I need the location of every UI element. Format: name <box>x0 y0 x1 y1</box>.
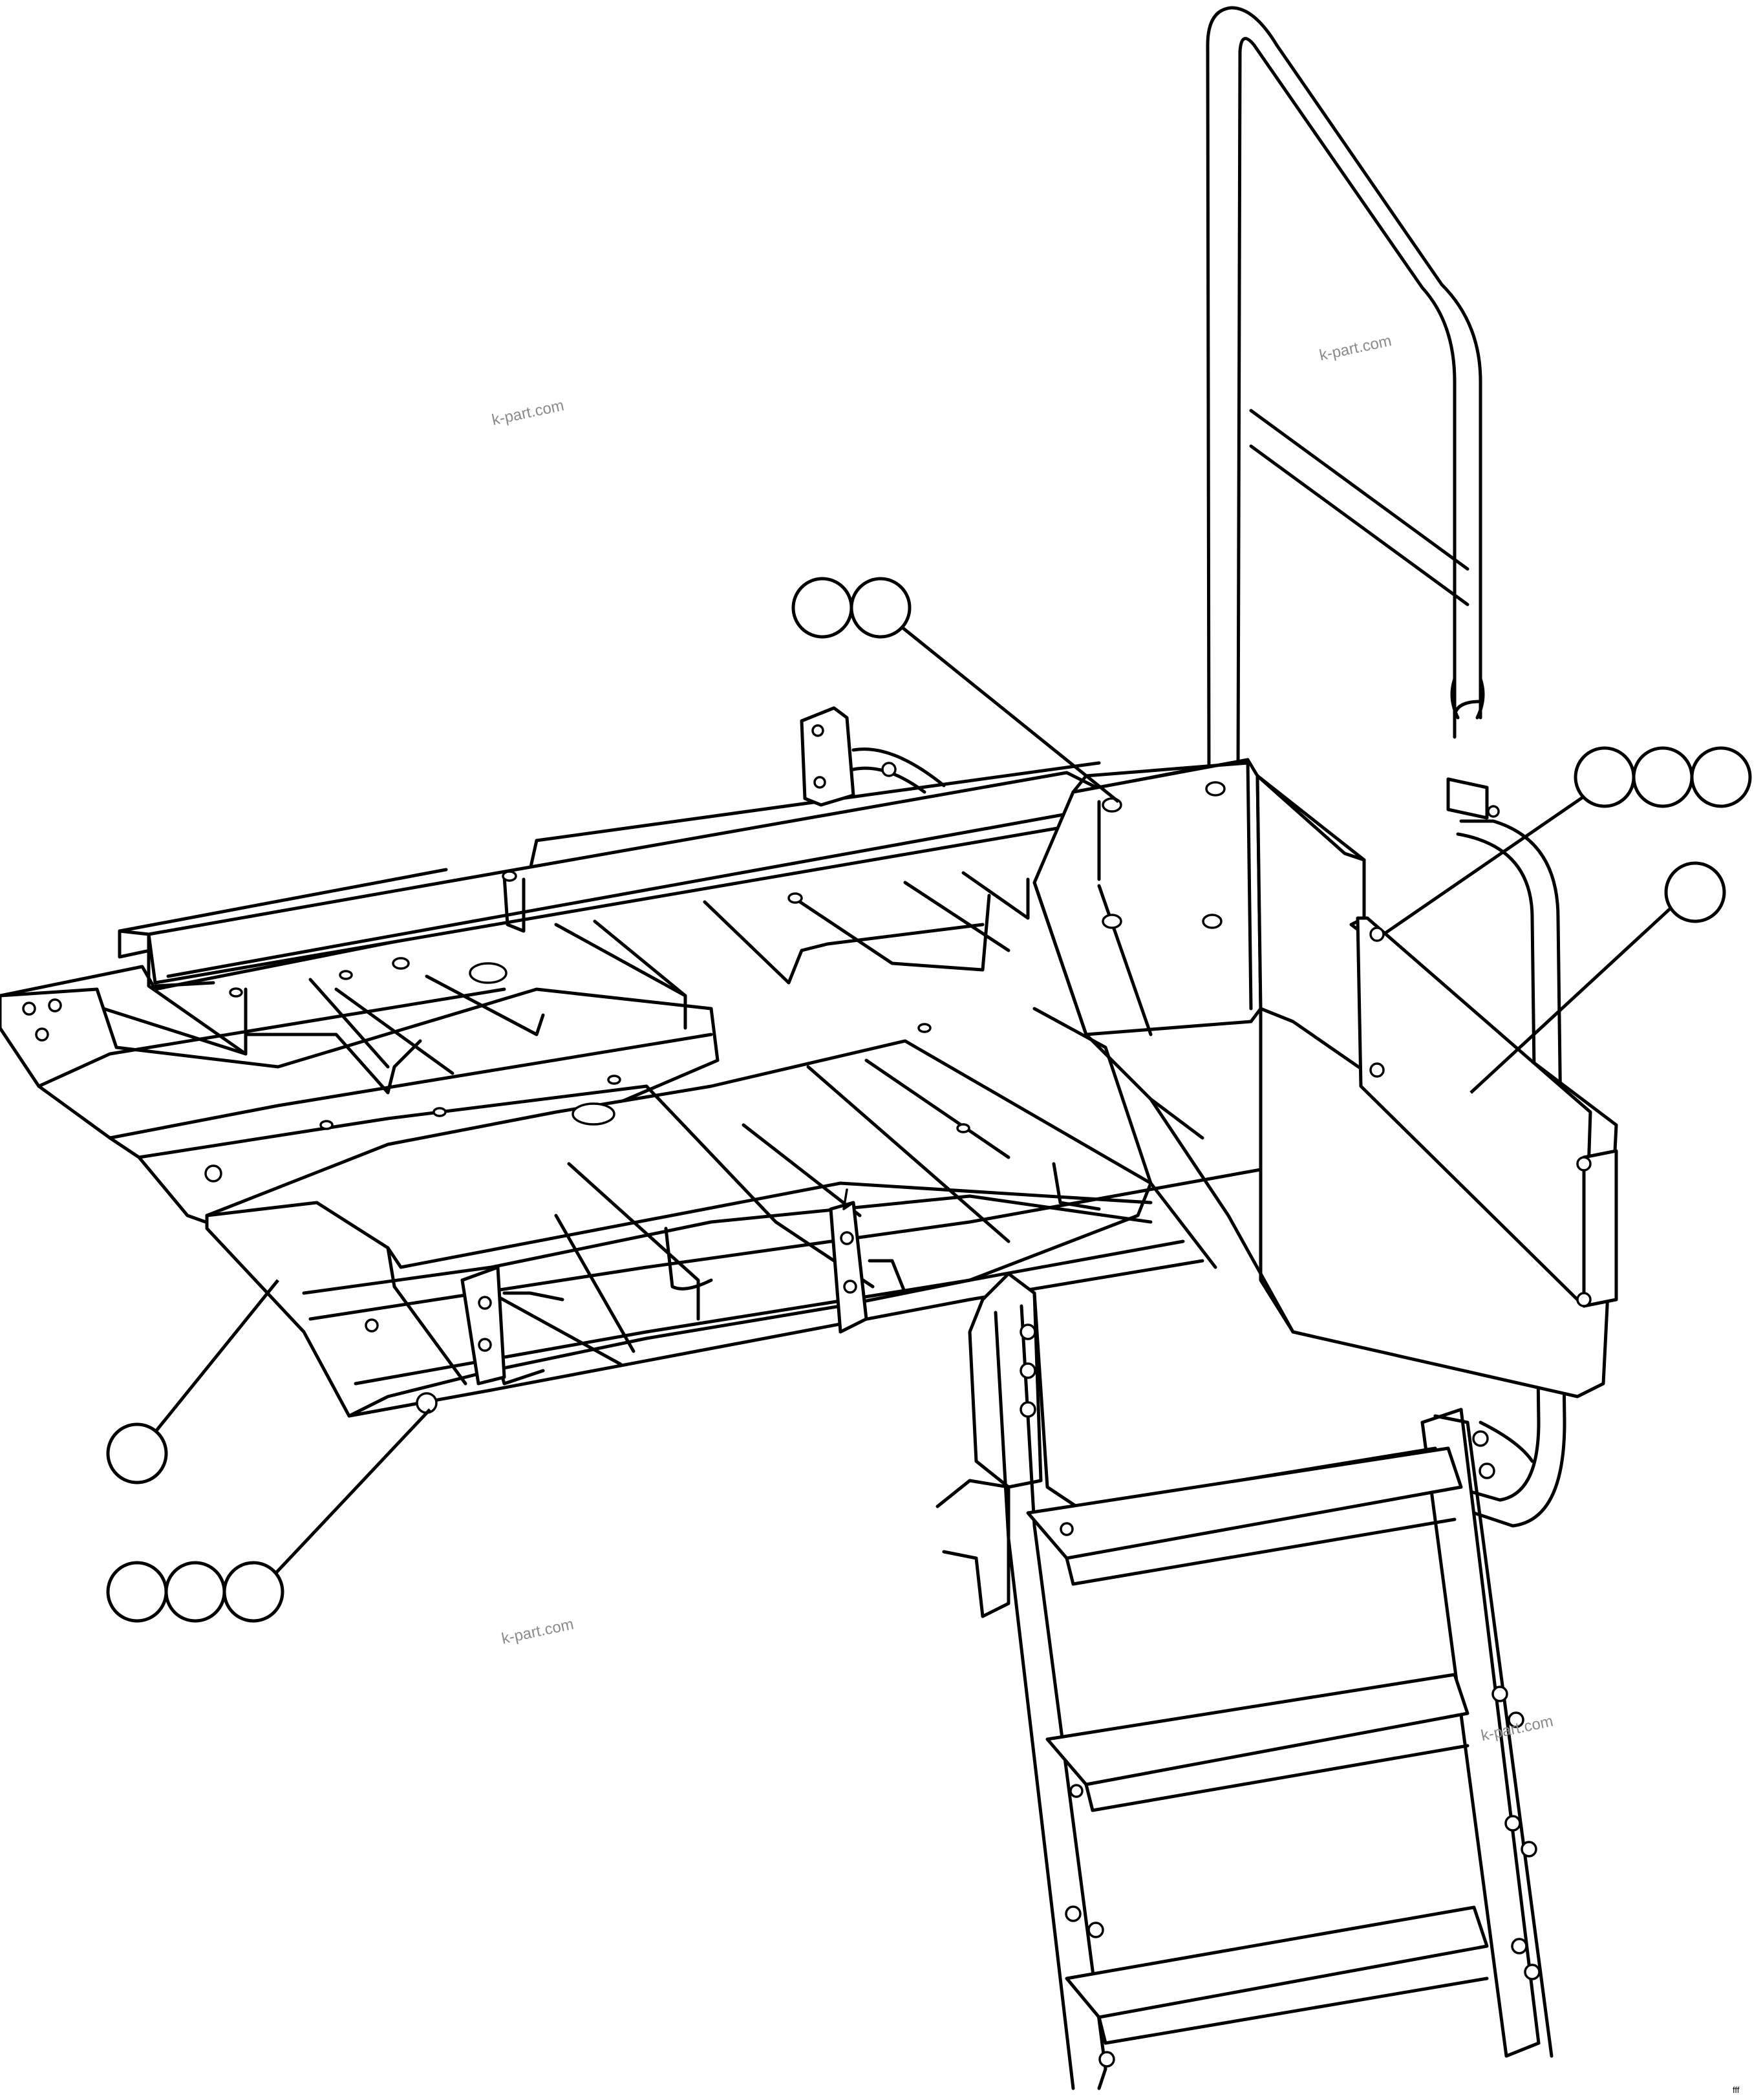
callout-bubble <box>849 577 912 639</box>
callout-bubble <box>1664 861 1726 923</box>
lower-channel-brackets <box>460 1188 907 1386</box>
callout-group-left-triple <box>106 1561 284 1623</box>
callout-bubble <box>1632 746 1694 808</box>
access-holes <box>469 962 615 1126</box>
studs-upper-row <box>229 781 1226 1133</box>
callout-bubble <box>791 577 853 639</box>
callout-bubble <box>1574 746 1636 808</box>
callout-bubble <box>106 1422 168 1484</box>
callout-bubble <box>106 1561 168 1623</box>
drawing-code: fff <box>1733 2085 1740 2095</box>
callout-group-left-single <box>106 1422 168 1484</box>
ladder-bolts <box>1020 1323 1541 2068</box>
callout-leaders <box>154 626 1682 1579</box>
callout-bubble <box>164 1561 226 1623</box>
callout-bubble <box>222 1561 284 1623</box>
top-bracket <box>800 706 946 807</box>
callout-group-right-triple <box>1574 746 1752 808</box>
callout-group-right-single <box>1664 861 1726 923</box>
callout-group-top <box>791 577 912 639</box>
nuts-left <box>22 724 897 1414</box>
lower-floor-plate <box>205 1039 1295 1418</box>
access-ladder <box>935 1272 1554 2090</box>
callout-bubble <box>1690 746 1752 808</box>
upper-channel <box>147 771 1101 1056</box>
corner-mounting-plate <box>1032 758 1263 1036</box>
cover-plate-bolts <box>1369 805 1592 1307</box>
side-cover-plate <box>1356 916 1618 1308</box>
fasteners <box>22 724 1592 2068</box>
